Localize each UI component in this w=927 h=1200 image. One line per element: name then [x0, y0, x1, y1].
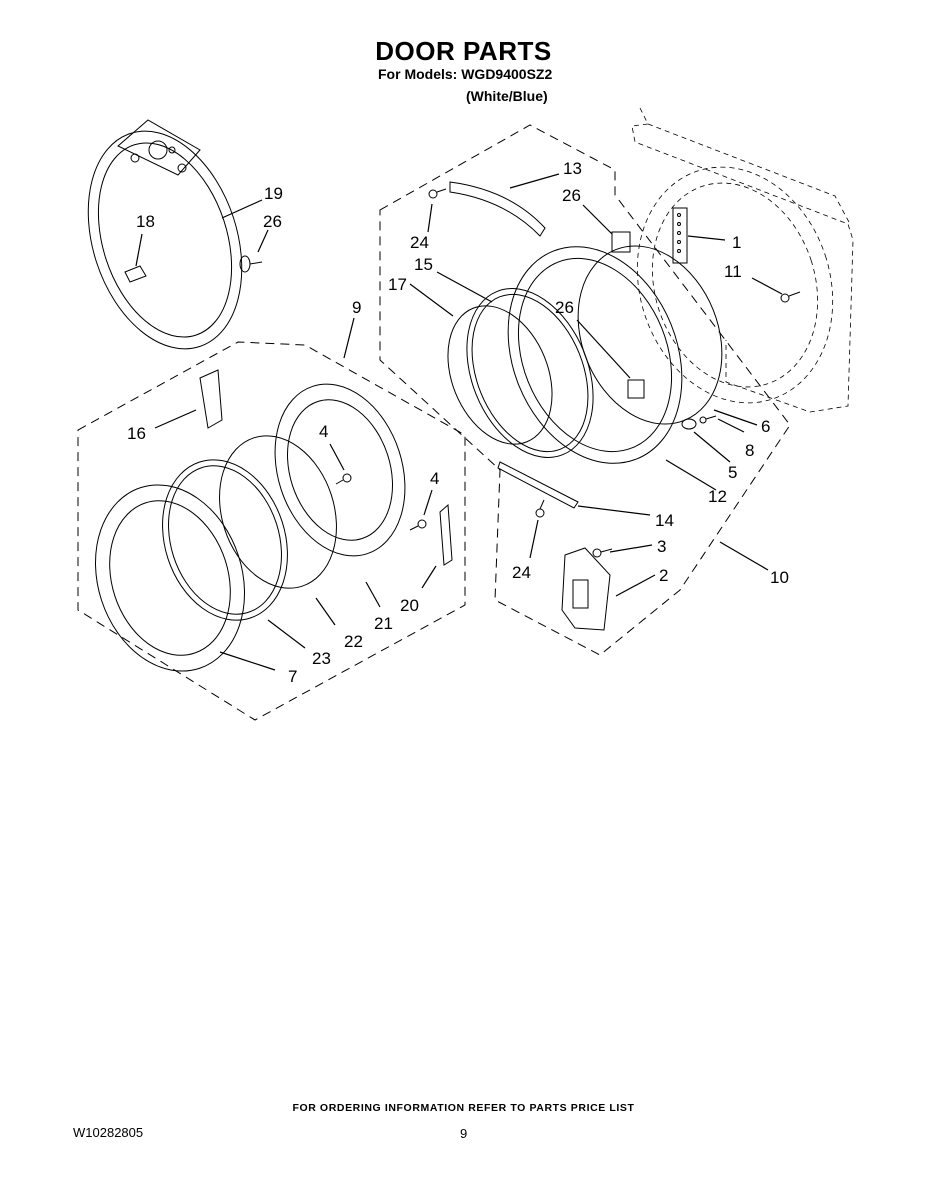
- ordering-note: FOR ORDERING INFORMATION REFER TO PARTS …: [292, 1102, 635, 1114]
- callout-8: 8: [745, 441, 754, 460]
- callout-12: 12: [708, 487, 727, 506]
- callout-24-bottom: 24: [512, 563, 531, 582]
- inner-liner-21: [274, 383, 406, 557]
- callout-4-right: 4: [430, 469, 439, 488]
- door-hinge-strike: [672, 207, 688, 264]
- screw-3: [592, 548, 613, 558]
- screw-4-left: [335, 473, 352, 485]
- inner-door-frame: [507, 245, 723, 464]
- callout-22: 22: [344, 632, 363, 651]
- callout-14: 14: [655, 511, 674, 530]
- page-title: DOOR PARTS: [375, 36, 552, 66]
- callout-13: 13: [563, 159, 582, 178]
- callout-6: 6: [761, 417, 770, 436]
- screw-4-right: [409, 519, 427, 531]
- outer-door-7: [94, 484, 246, 672]
- screw-24-top: [428, 188, 447, 199]
- bulkhead-ring-19: [87, 119, 243, 350]
- callout-19: 19: [264, 184, 283, 203]
- callout-16: 16: [127, 424, 146, 443]
- door-seal-15: [466, 288, 594, 458]
- callout-labels: 1 2 3 4 4 5 6 7 8 9 10 11 12 13 14 15 16…: [127, 159, 789, 686]
- callout-17: 17: [388, 275, 407, 294]
- callout-5: 5: [728, 463, 737, 482]
- gasket-22: [219, 435, 337, 589]
- cabinet-front: [631, 107, 854, 413]
- callout-4-left: 4: [319, 422, 328, 441]
- clip-26-mid: [627, 379, 645, 399]
- hinge-2: [561, 547, 611, 631]
- callout-15: 15: [414, 255, 433, 274]
- clip-26-top: [611, 231, 631, 253]
- trim-ring-23: [162, 459, 288, 621]
- callout-20: 20: [400, 596, 419, 615]
- callout-26-mid: 26: [555, 298, 574, 317]
- callout-23: 23: [312, 649, 331, 668]
- color-line: (White/Blue): [466, 88, 548, 104]
- callout-26-left: 26: [263, 212, 282, 231]
- callout-24-top: 24: [410, 233, 429, 252]
- leader-lines: [135, 173, 783, 671]
- part-26-left: [239, 255, 263, 273]
- callout-11: 11: [724, 262, 742, 281]
- callout-26-top: 26: [562, 186, 581, 205]
- bracket-16: [199, 369, 223, 429]
- outer-door-group-outline: [77, 341, 466, 721]
- hinge-strap-13: [449, 181, 546, 237]
- page-number: 9: [460, 1126, 468, 1141]
- part-18: [124, 265, 147, 283]
- strip-14: [497, 461, 579, 509]
- latch-20: [439, 503, 453, 566]
- exploded-parts-diagram: 1 2 3 4 4 5 6 7 8 9 10 11 12 13 14 15 16…: [77, 107, 854, 721]
- door-glass-17: [447, 305, 553, 445]
- inner-door-group-outline: [379, 124, 791, 656]
- callout-10: 10: [770, 568, 789, 587]
- washer-5: [681, 418, 697, 430]
- callout-1: 1: [732, 233, 741, 252]
- screw-24-bottom: [535, 499, 545, 518]
- callout-2: 2: [659, 566, 668, 585]
- callout-3: 3: [657, 537, 666, 556]
- models-line: For Models: WGD9400SZ2: [378, 66, 553, 82]
- screw-11: [780, 291, 801, 303]
- callout-9: 9: [352, 298, 361, 317]
- callout-7: 7: [288, 667, 297, 686]
- document-number: W10282805: [73, 1125, 144, 1140]
- callout-21: 21: [374, 614, 393, 633]
- screw-8: [699, 415, 717, 424]
- callout-18: 18: [136, 212, 155, 231]
